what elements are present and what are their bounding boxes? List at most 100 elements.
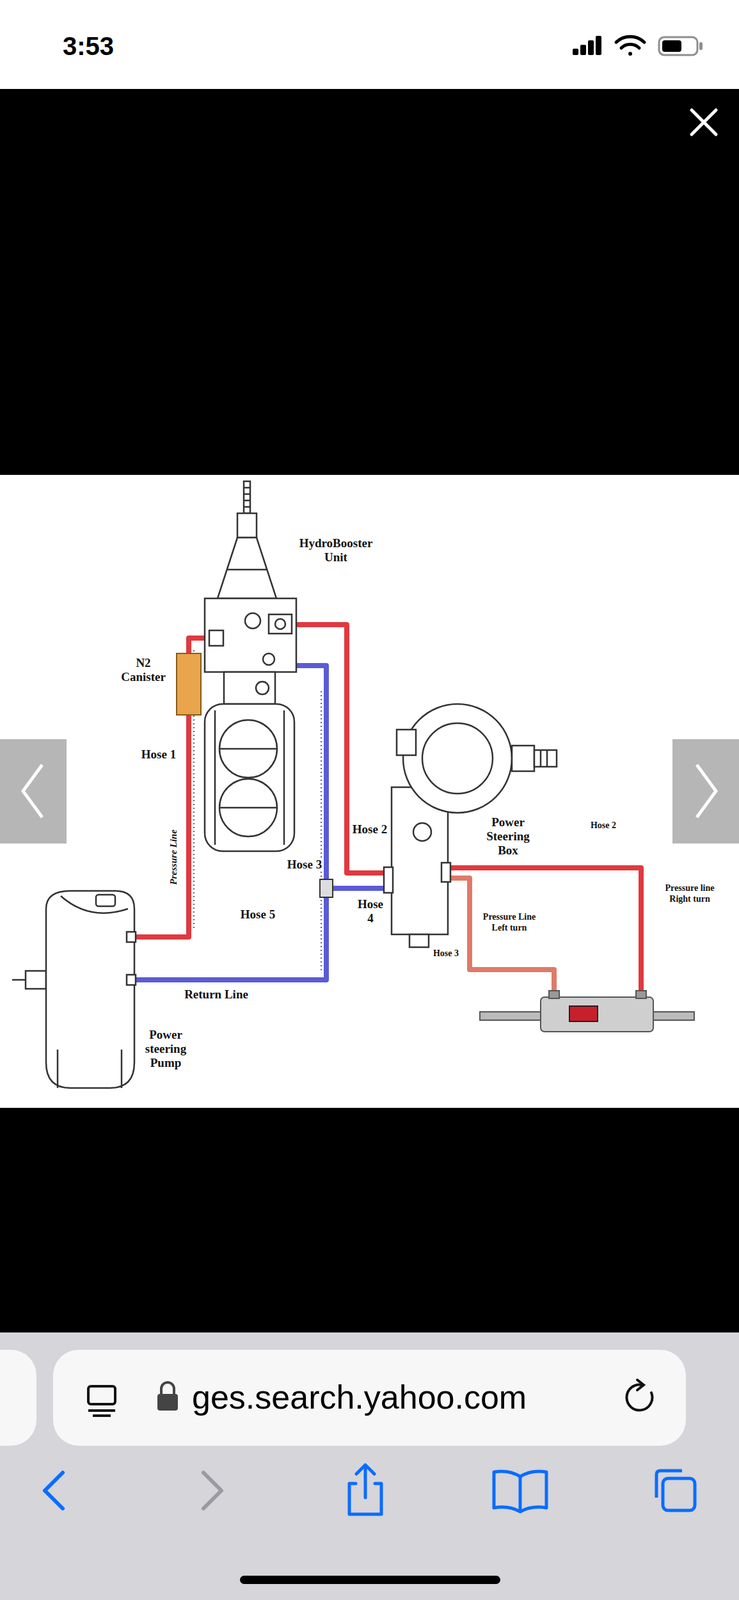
hose-label: Hose 1 [140,747,177,762]
tee-fitting [319,879,333,898]
hydroboost-illustration [204,598,297,672]
hose-lines [447,877,555,996]
hydroboost-illustration [219,806,278,809]
hydroboost-illustration [223,671,276,704]
url-pill [53,1349,686,1446]
signal-icon [572,48,579,56]
signal-icon [588,40,594,56]
steering-cylinder [540,996,654,1032]
screen-background [0,0,739,89]
back-button [44,1472,63,1509]
steering-box-illustration [441,862,451,882]
hose-lines [135,665,327,980]
flow-dots [320,895,322,973]
hydroboost-illustration [283,710,286,845]
reader-icon [88,1385,116,1416]
line-label: Pressure Line Left turn [476,911,543,934]
wifi-icon [616,36,645,43]
hose-label: Hose 4 [353,897,388,926]
hydroboost-illustration [219,719,278,778]
next-arrow [672,739,739,844]
steering-cylinder [548,990,560,999]
part-label: Power Steering Box [477,815,539,858]
hose-lines [447,867,642,996]
tee-fitting [319,879,333,898]
steering-cylinder [569,1005,598,1022]
prev-arrow [0,739,67,844]
reader-icon [88,1408,116,1412]
wifi-icon [616,36,645,56]
steering-box-illustration [396,729,416,755]
screen-background [0,88,739,475]
battery-icon [699,42,703,50]
n2-canister [176,653,201,715]
hose-label: Hose 3 [432,948,460,960]
hydroboost-illustration [219,778,278,837]
battery-icon [662,40,682,52]
tabs-button [662,1478,695,1510]
home-indicator [239,1575,501,1584]
pump-illustration [60,895,128,914]
line-label: Pressure line Right turn [656,882,724,905]
hose-lines [326,885,392,891]
hydroboost-illustration [243,499,251,502]
flow-dots [193,649,322,973]
hydroboost-illustration [227,568,267,571]
steering-box-illustration [422,723,493,794]
reload-icon [626,1379,652,1410]
share-button [349,1464,382,1514]
n2-canister [176,653,201,715]
hose-label: Hose 2 [351,822,388,837]
signal-icon [572,35,602,56]
next-arrow [696,764,716,818]
close-icon [691,110,716,135]
bookmarks-button [518,1476,523,1512]
next-arrow [672,739,739,844]
hydroboost-illustration [219,747,278,750]
steering-box-illustration [383,703,557,947]
screen-background [0,474,739,1108]
share-button [356,1464,375,1474]
hose-lines [296,624,392,873]
pump-illustration [126,974,136,985]
tabs-button [656,1470,695,1510]
battery-icon [659,37,703,56]
pump-illustration [46,890,135,1088]
steering-box-illustration [413,822,432,841]
steering-box-illustration [540,749,542,767]
steering-cylinder [635,990,647,999]
line-label: Return Line [176,987,256,1002]
hydroboost-illustration [255,681,269,695]
screen-background [0,1332,739,1600]
close-icon [691,110,716,135]
pump-illustration [95,894,116,906]
pump-illustration [12,890,136,1088]
hose-label: Hose 2 [589,820,617,832]
hydroboost-illustration [243,481,251,514]
part-label: HydroBooster Unit [294,536,378,565]
hydroboost-illustration [245,612,261,629]
share-button [364,1465,368,1498]
lock-icon [157,1382,178,1411]
line-label: Pressure Line [168,821,180,892]
hydroboost-illustration [237,513,257,538]
signal-icon [595,35,602,56]
hydroboost-illustration [243,493,251,496]
bookmarks-button [493,1470,547,1512]
steering-box-illustration [383,866,393,893]
part-label: Power steering Pump [138,1027,194,1070]
forward-button [203,1472,222,1509]
url-text: ges.search.yahoo.com [191,1380,628,1414]
url-pill [53,1349,686,1446]
steering-box-illustration [511,745,535,771]
pump-illustration [57,1049,122,1088]
screen-background [0,1107,739,1333]
hydroboost-illustration [243,506,251,509]
steering-box-illustration [546,749,549,767]
pump-illustration [126,931,136,942]
status-time: 3:53 [62,33,191,59]
tab-pill [0,1349,37,1446]
hydroboost-illustration [209,630,224,646]
